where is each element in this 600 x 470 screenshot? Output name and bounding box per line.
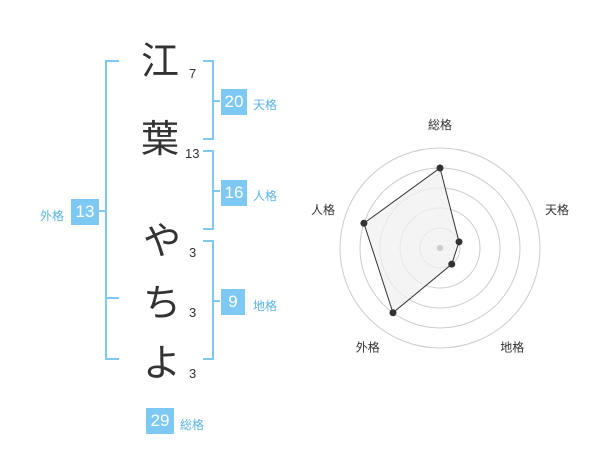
soukaku-value-badge: 29 bbox=[146, 408, 174, 434]
radar-axis-label-5: 人格 bbox=[311, 202, 335, 217]
jinkaku-bracket-tick bbox=[212, 190, 220, 192]
radar-point-5 bbox=[360, 219, 368, 227]
stroke-count-5: 3 bbox=[189, 366, 197, 381]
stroke-count-1: 7 bbox=[189, 66, 197, 81]
jinkaku-label: 人格 bbox=[253, 189, 278, 203]
soukaku-label: 総格 bbox=[180, 418, 205, 432]
gaikaku-value-badge: 13 bbox=[71, 199, 99, 225]
chikaku-value-badge: 9 bbox=[221, 289, 245, 315]
stroke-count-4: 3 bbox=[189, 305, 197, 320]
radar-point-3 bbox=[448, 260, 456, 268]
name-char-3: や bbox=[143, 219, 182, 263]
radar-grid-ring bbox=[339, 147, 541, 349]
radar-axis-label-4: 外格 bbox=[356, 340, 380, 355]
name-char-2: 葉 bbox=[141, 117, 180, 161]
tenkaku-value-badge: 20 bbox=[221, 89, 247, 115]
radar-axis-label-2: 天格 bbox=[545, 202, 569, 217]
name-char-4: ち bbox=[143, 281, 182, 325]
radar-axis-label-1: 総格 bbox=[428, 117, 452, 132]
radar-value-polygon bbox=[363, 167, 460, 314]
radar-center-dot bbox=[437, 245, 443, 251]
stroke-count-3: 3 bbox=[189, 245, 197, 260]
name-char-5: よ bbox=[143, 341, 182, 385]
jinkaku-value-badge: 16 bbox=[221, 180, 247, 206]
radar-point-1 bbox=[436, 164, 444, 172]
radar-point-4 bbox=[389, 309, 397, 317]
stroke-count-2: 13 bbox=[185, 146, 200, 161]
radar-axis-label-3: 地格 bbox=[500, 340, 524, 355]
tenkaku-bracket-tick bbox=[212, 100, 220, 102]
radar-point-2 bbox=[455, 238, 463, 246]
tenkaku-label: 天格 bbox=[253, 98, 278, 112]
name-char-1: 江 bbox=[141, 39, 180, 83]
chikaku-label: 地格 bbox=[253, 299, 278, 313]
gaikaku-label: 外格 bbox=[40, 209, 65, 223]
chikaku-bracket-tick bbox=[212, 300, 220, 302]
gaikaku-inner-tick bbox=[105, 297, 119, 299]
gaikaku-bracket-tick bbox=[97, 210, 107, 212]
